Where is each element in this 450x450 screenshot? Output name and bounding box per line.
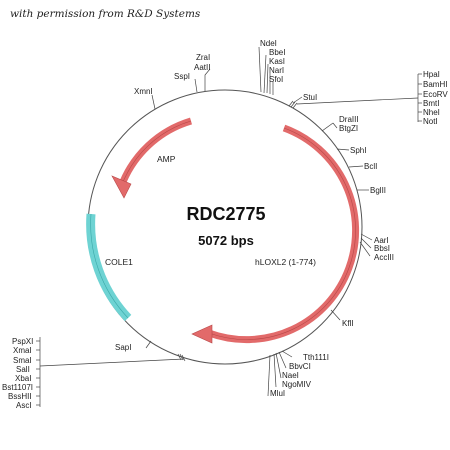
site-pspxi: PspXI bbox=[12, 337, 33, 346]
site-btgzi: BtgZI bbox=[339, 124, 358, 133]
site-bsshii: BssHII bbox=[8, 392, 32, 401]
site-sphi: SphI bbox=[350, 146, 366, 155]
site-noti: NotI bbox=[423, 117, 438, 126]
site-stui: StuI bbox=[303, 93, 317, 102]
site-hpai: HpaI bbox=[423, 70, 440, 79]
site-naei: NaeI bbox=[282, 371, 299, 380]
site-sali: SalI bbox=[16, 365, 30, 374]
feature-hloxl2-arrowhead bbox=[191, 324, 213, 344]
site-ndei: NdeI bbox=[260, 39, 277, 48]
site-ecorv: EcoRV bbox=[423, 90, 448, 99]
site-acciii: AccIII bbox=[374, 253, 394, 262]
site-bglii: BglII bbox=[370, 186, 386, 195]
site-bmti: BmtI bbox=[423, 99, 439, 108]
feature-label-hloxl2: hLOXL2 (1-774) bbox=[255, 257, 316, 267]
feature-hloxl2-outline bbox=[208, 127, 356, 340]
site-bbsi: BbsI bbox=[374, 244, 390, 253]
site-bst1107i: Bst1107I bbox=[2, 383, 33, 392]
site-tth111i: Tth111I bbox=[303, 353, 329, 362]
site-kfli: KflI bbox=[342, 319, 354, 328]
credit-text: with permission from R&D Systems bbox=[10, 8, 201, 20]
site-smai: SmaI bbox=[13, 356, 32, 365]
feature-label-amp: AMP bbox=[157, 154, 176, 164]
site-asci: AscI bbox=[16, 401, 32, 410]
feature-amp-arc bbox=[117, 117, 193, 189]
plasmid-size: 5072 bps bbox=[198, 233, 254, 248]
feature-cole1-outline bbox=[90, 213, 129, 319]
feature-label-cole1: COLE1 bbox=[105, 257, 133, 267]
site-mlui: MluI bbox=[270, 389, 285, 398]
site-ngomiv: NgoMIV bbox=[282, 380, 312, 389]
feature-amp-arrowhead bbox=[111, 175, 132, 199]
site-kasi: KasI bbox=[269, 57, 285, 66]
site-bbei: BbeI bbox=[269, 48, 285, 57]
site-bcli: BclI bbox=[364, 162, 377, 171]
site-aatii: AatII bbox=[194, 63, 210, 72]
site-sapi: SapI bbox=[115, 343, 131, 352]
site-bamhi: BamHI bbox=[423, 80, 447, 89]
plasmid-backbone bbox=[87, 89, 363, 365]
feature-amp-outline bbox=[120, 120, 192, 188]
site-nhei: NheI bbox=[423, 108, 440, 117]
site-sfoi: SfoI bbox=[269, 75, 283, 84]
site-xmai: XmaI bbox=[13, 346, 32, 355]
site-aari: AarI bbox=[374, 236, 389, 245]
site-xmni: XmnI bbox=[134, 87, 153, 96]
plasmid-name: RDC2775 bbox=[186, 204, 265, 224]
site-zrai: ZraI bbox=[196, 53, 210, 62]
site-draiii: DraIII bbox=[339, 115, 359, 124]
site-bbvci: BbvCI bbox=[289, 362, 311, 371]
site-nari: NarI bbox=[269, 66, 284, 75]
site-sspi: SspI bbox=[174, 72, 190, 81]
site-xbai: XbaI bbox=[15, 374, 31, 383]
